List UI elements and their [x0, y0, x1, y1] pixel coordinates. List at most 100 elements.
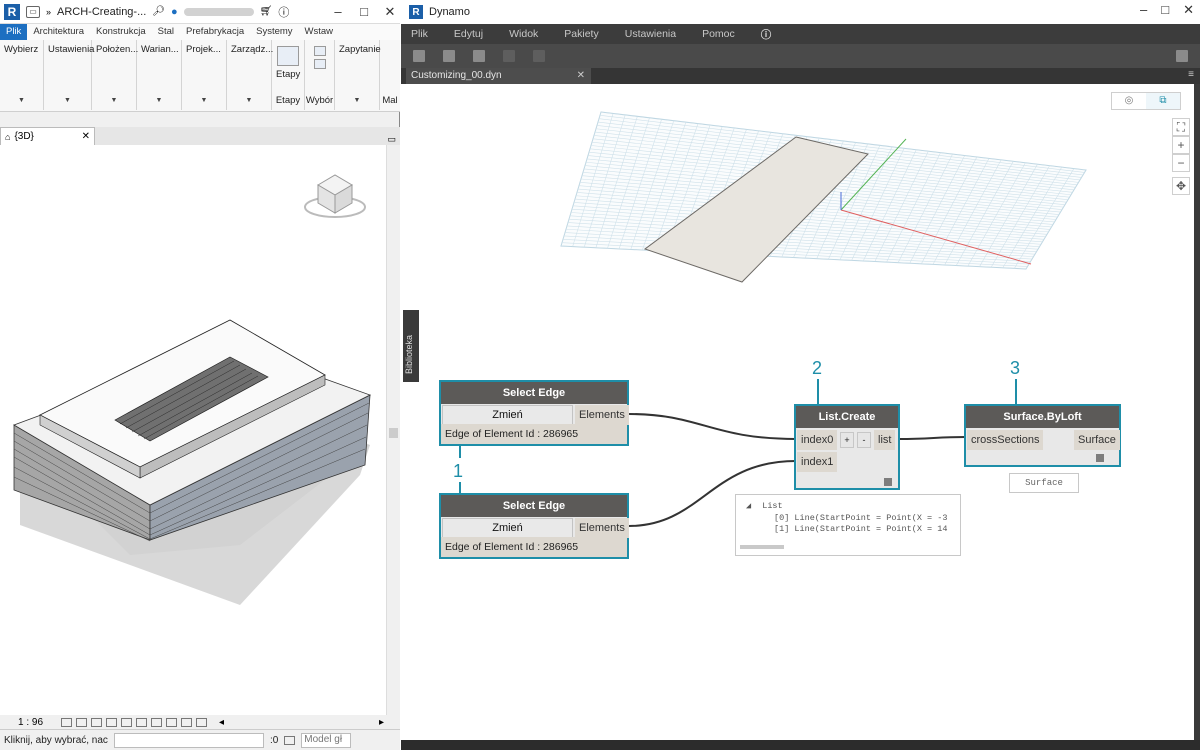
new-file-icon[interactable] — [413, 50, 425, 62]
scroll-thumb[interactable] — [389, 428, 398, 438]
menu-edytuj[interactable]: Edytuj — [453, 28, 484, 40]
tab-menu-icon[interactable]: ≡ — [1188, 69, 1194, 80]
user-name[interactable] — [183, 7, 254, 16]
dropdown-arrow-icon[interactable]: ▼ — [353, 97, 361, 104]
save-icon[interactable] — [473, 50, 485, 62]
remove-input-button[interactable]: - — [857, 432, 871, 448]
library-tab[interactable]: Biblioteka — [403, 310, 419, 382]
open-icon[interactable]: ▭ — [26, 5, 40, 18]
input-port-crosssections[interactable]: crossSections — [967, 430, 1044, 450]
ribbon-group-projekt[interactable]: Projek...▼ — [182, 40, 227, 110]
change-selection-button[interactable]: Zmień — [442, 405, 573, 425]
user-icon[interactable]: ● — [170, 5, 178, 18]
ribbon-group-etapy[interactable]: Etapy Etapy — [272, 40, 305, 110]
close-button[interactable]: ✕ — [1183, 2, 1194, 17]
help-icon[interactable]: ⓘ — [278, 6, 290, 19]
node-title[interactable]: Surface.ByLoft — [966, 406, 1119, 428]
input-port-index1[interactable]: index1 — [797, 452, 838, 472]
node-select-edge-1[interactable]: Select Edge Zmień Elements Edge of Eleme… — [439, 380, 629, 446]
view-scale[interactable]: 1 : 96 — [18, 716, 44, 728]
resize-grip-icon[interactable] — [884, 478, 892, 486]
input-port-index0[interactable]: index0 — [797, 430, 838, 450]
dropdown-arrow-icon[interactable]: ▼ — [245, 97, 253, 104]
node-title[interactable]: Select Edge — [441, 495, 627, 517]
menu-widok[interactable]: Widok — [509, 28, 539, 40]
ribbon-group-wybierz[interactable]: Wybierz▼ — [0, 40, 44, 110]
model-dropdown[interactable]: Model gł — [301, 732, 352, 748]
restore-view-icon[interactable]: ▭ — [387, 134, 396, 144]
tab-systemy[interactable]: Systemy — [256, 26, 293, 37]
tab-architektura[interactable]: Architektura — [33, 26, 84, 37]
render-icon[interactable] — [121, 717, 133, 727]
tab-stal[interactable]: Stal — [157, 26, 175, 37]
scroll-left-icon[interactable]: ◂ — [219, 716, 225, 728]
tab-wstaw[interactable]: Wstaw — [304, 26, 334, 37]
show-crop-icon[interactable] — [151, 717, 163, 727]
workspace-canvas[interactable]: ◎ ⧉ ⛶ + − ✥ 1 2 3 Biblioteka Select Edge… — [401, 84, 1194, 740]
change-selection-button[interactable]: Zmień — [442, 518, 573, 538]
node-surface-byloft[interactable]: Surface.ByLoft crossSections Surface — [964, 404, 1121, 467]
redo-icon[interactable] — [533, 50, 545, 62]
node-preview-bubble[interactable]: ◢ List [0] Line(StartPoint = Point(X = -… — [735, 494, 961, 556]
ribbon-group-ustawienia[interactable]: Ustawienia▼ — [44, 40, 94, 110]
minimize-button[interactable]: – — [334, 4, 342, 19]
open-file-icon[interactable] — [443, 50, 455, 62]
sun-path-icon[interactable] — [91, 717, 103, 727]
detail-level-icon[interactable] — [61, 717, 73, 727]
node-title[interactable]: Select Edge — [441, 382, 627, 404]
maximize-button[interactable]: □ — [360, 4, 368, 19]
node-select-edge-2[interactable]: Select Edge Zmień Elements Edge of Eleme… — [439, 493, 629, 559]
close-tab-icon[interactable]: ✕ — [576, 70, 585, 81]
tab-konstrukcja[interactable]: Konstrukcja — [96, 26, 146, 37]
menu-pomoc[interactable]: Pomoc — [702, 28, 735, 40]
output-port-surface[interactable]: Surface — [1074, 430, 1120, 450]
dropdown-arrow-icon[interactable]: ▼ — [64, 97, 71, 104]
close-tab-icon[interactable]: ✕ — [81, 131, 90, 142]
tab-plik[interactable]: Plik — [0, 24, 28, 40]
surface-preview-bubble[interactable]: Surface — [1009, 473, 1079, 493]
select-links-icon[interactable] — [313, 46, 326, 56]
3d-preview-toggle-icon[interactable]: ◎ — [1124, 95, 1134, 106]
search-binoculars-icon[interactable]: 🔎︎ — [152, 6, 165, 17]
filter-zero[interactable]: :0 — [269, 734, 279, 746]
ribbon-group-mal[interactable]: Mal — [380, 40, 400, 110]
lock-view-icon[interactable] — [166, 717, 178, 727]
crop-view-icon[interactable] — [136, 717, 148, 727]
dropdown-arrow-icon[interactable]: ▼ — [18, 97, 25, 104]
workset-dropdown[interactable] — [113, 732, 264, 748]
node-title[interactable]: List.Create — [796, 406, 898, 428]
output-port-elements[interactable]: Elements — [575, 518, 629, 538]
collapse-icon[interactable]: ◢ — [746, 501, 752, 511]
3d-viewport[interactable] — [0, 145, 386, 715]
notification-icon[interactable]: ⓘ — [760, 28, 772, 41]
maximize-button[interactable]: □ — [1161, 2, 1170, 17]
ribbon-group-warianty[interactable]: Warian...▼ — [137, 40, 182, 110]
preview-toggle-icon[interactable] — [1096, 454, 1104, 462]
dropdown-arrow-icon[interactable]: ▼ — [200, 97, 208, 104]
tab-3d-view[interactable]: ⌂ {3D} ✕ — [0, 127, 95, 145]
ribbon-group-zarzadzanie[interactable]: Zarządz...▼ — [227, 40, 273, 110]
select-underlay-icon[interactable] — [313, 59, 326, 69]
dropdown-arrow-icon[interactable]: ▼ — [155, 97, 163, 104]
ribbon-group-zapytanie[interactable]: Zapytanie▼ — [335, 40, 381, 110]
zoom-out-icon[interactable]: − — [1172, 154, 1190, 172]
preview-scrollbar[interactable] — [740, 545, 784, 549]
graph-view-toggle-icon[interactable]: ⧉ — [1146, 93, 1180, 109]
menu-pakiety[interactable]: Pakiety — [564, 28, 599, 40]
zoom-in-icon[interactable]: + — [1172, 136, 1190, 154]
tab-prefabrykacja[interactable]: Prefabrykacja — [186, 26, 245, 37]
pan-icon[interactable]: ✥ — [1172, 177, 1190, 195]
reveal-hidden-icon[interactable] — [196, 717, 208, 727]
ribbon-group-wybor[interactable]: Wybór — [305, 40, 335, 110]
ribbon-group-polozenie[interactable]: Położen...▼ — [92, 40, 138, 110]
menu-ustawienia[interactable]: Ustawienia — [624, 28, 677, 40]
revit-logo[interactable]: R — [4, 3, 20, 20]
view-cube-icon[interactable] — [304, 174, 366, 218]
vertical-scrollbar[interactable] — [386, 145, 400, 715]
close-button[interactable]: ✕ — [384, 3, 396, 19]
node-list-create[interactable]: List.Create index0 + - list index1 — [794, 404, 900, 490]
scroll-right-icon[interactable]: ▸ — [378, 716, 384, 728]
add-input-button[interactable]: + — [840, 432, 854, 448]
tab-customizing-file[interactable]: Customizing_00.dyn ✕ — [406, 68, 591, 84]
zoom-fit-icon[interactable]: ⛶ — [1172, 118, 1190, 136]
